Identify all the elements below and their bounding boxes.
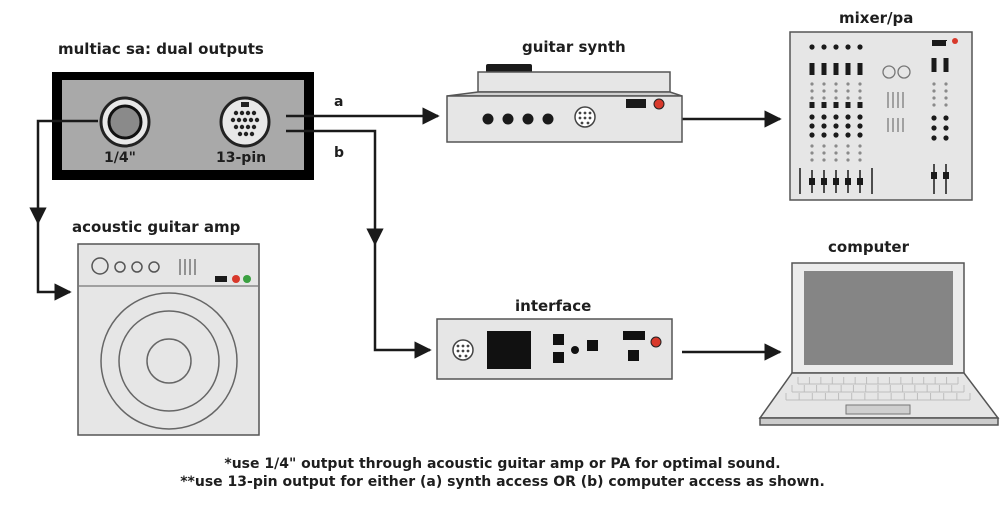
mixer-pa-device bbox=[789, 31, 973, 201]
mixer-pa-label: mixer/pa bbox=[839, 9, 914, 27]
footnote-2: **use 13-pin output for either (a) synth… bbox=[180, 474, 825, 490]
quarter-inch-label: 1/4" bbox=[104, 150, 136, 166]
guitar-synth-device bbox=[446, 64, 683, 143]
multiac-label: multiac sa: dual outputs bbox=[58, 40, 264, 58]
footnote-1: *use 1/4" output through acoustic guitar… bbox=[224, 456, 781, 472]
connection-lines bbox=[29, 107, 782, 361]
computer-label: computer bbox=[828, 238, 909, 256]
acoustic-amp-label: acoustic guitar amp bbox=[72, 218, 241, 236]
laptop-icon bbox=[758, 262, 1000, 426]
path-b-label: b bbox=[334, 145, 345, 161]
guitar-synth-label: guitar synth bbox=[522, 38, 626, 56]
speaker-cone-icon bbox=[100, 292, 238, 430]
multiac-device bbox=[52, 72, 314, 180]
thirteen-pin-connector-icon bbox=[219, 96, 271, 148]
acoustic-amp-device bbox=[77, 243, 260, 436]
quarter-inch-jack-icon bbox=[99, 96, 151, 148]
interface-device bbox=[436, 318, 673, 380]
path-a-label: a bbox=[334, 94, 344, 110]
interface-label: interface bbox=[515, 297, 592, 315]
thirteen-pin-label: 13-pin bbox=[216, 150, 267, 166]
